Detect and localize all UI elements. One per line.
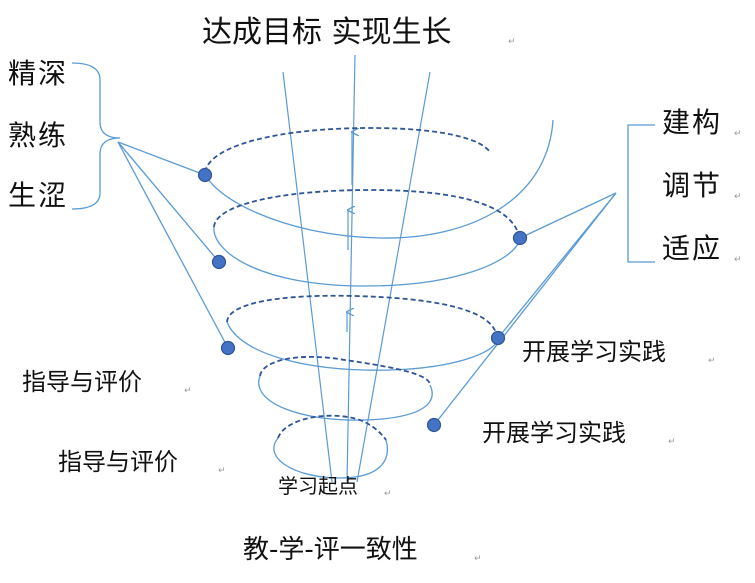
start-point-label: 学习起点 [278, 474, 358, 498]
left-label-1: 精深 [8, 57, 68, 90]
node-dots [197, 167, 528, 433]
text-mark: ↵ [218, 466, 226, 476]
right-label-3: 适应 [662, 232, 722, 265]
text-mark: ↵ [508, 37, 516, 47]
practice-label-lower: 开展学习实践 [482, 419, 626, 447]
spiral-segment-dashed [277, 414, 387, 441]
guidance-label-lower: 指导与评价 [58, 448, 178, 476]
node-dot [426, 417, 442, 433]
square-bracket-right [627, 124, 655, 263]
diagram-title: 达成目标 实现生长 [202, 15, 452, 50]
connector-line [433, 192, 617, 426]
node-dot [490, 330, 506, 346]
spiral-segment [273, 437, 388, 479]
left-label-2: 熟练 [8, 119, 68, 152]
text-mark: ↵ [734, 192, 742, 202]
right-bracket [433, 124, 655, 426]
text-mark: ↵ [384, 489, 392, 499]
curly-brace-left [71, 62, 121, 210]
right-label-2: 调节 [662, 169, 722, 202]
spiral-back [204, 127, 521, 441]
spiral-front [204, 119, 554, 479]
spiral-segment [226, 321, 498, 371]
spiral-segment-dashed [204, 127, 491, 173]
right-label-1: 建构 [662, 106, 722, 139]
upward-arrows [347, 132, 352, 332]
text-mark: ↵ [734, 255, 742, 265]
text-mark: ↵ [184, 386, 192, 396]
guidance-label-upper: 指导与评价 [22, 368, 142, 396]
funnel-line-middle [346, 54, 356, 483]
text-mark: ↵ [708, 356, 716, 366]
connector-line [117, 141, 220, 263]
spiral-segment-dashed [213, 189, 521, 241]
node-dot [211, 254, 227, 270]
node-dot [512, 230, 528, 246]
spiral-segment [204, 119, 554, 239]
connector-line [519, 192, 617, 239]
funnel-line-right [356, 71, 431, 483]
spiral-segment-dashed [259, 355, 431, 386]
left-bracket [71, 62, 229, 349]
bottom-label: 教-学-评一致性 [243, 535, 418, 565]
practice-label-upper: 开展学习实践 [522, 338, 666, 366]
text-mark: ↵ [734, 129, 742, 139]
spiral-segment [258, 375, 433, 421]
left-label-3: 生涩 [8, 179, 68, 212]
funnel-lines [282, 54, 431, 483]
text-mark: ↵ [668, 437, 676, 447]
connector-line [117, 141, 229, 349]
spiral-segment [213, 226, 521, 287]
node-dot [220, 340, 236, 356]
funnel-line-left [282, 71, 333, 483]
spiral-segment-dashed [226, 294, 498, 339]
text-mark: ↵ [474, 554, 482, 564]
connector-line [117, 141, 206, 176]
node-dot [197, 167, 213, 183]
